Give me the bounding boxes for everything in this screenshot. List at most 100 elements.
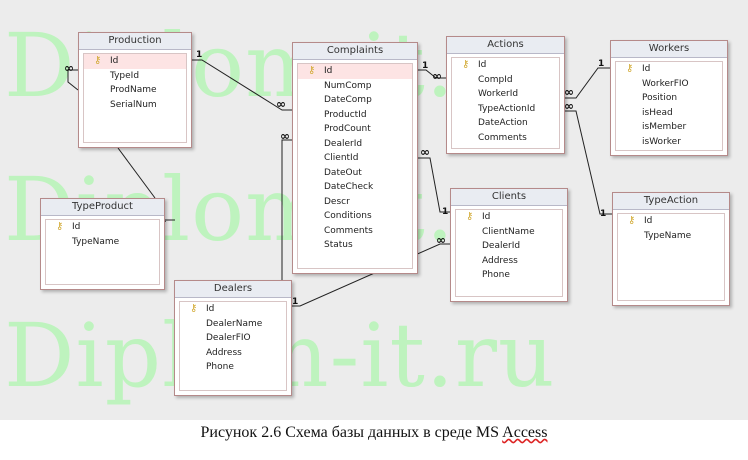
diagram-canvas: Diplom-it.ru Diplom-it.ru Diplom-it.ru 1	[0, 0, 748, 420]
rel-many-label: ∞	[432, 69, 442, 83]
rel-many-label: ∞	[276, 97, 286, 111]
field-row[interactable]: CompId	[478, 74, 513, 85]
key-icon: ⚷	[56, 221, 64, 232]
field-row[interactable]: TypeName	[72, 236, 120, 247]
field-row[interactable]: ⚷Id	[190, 303, 215, 314]
field-row[interactable]: DealerFIO	[206, 333, 251, 343]
rel-one-label: 1	[598, 59, 604, 69]
field-row[interactable]: WorkerFIO	[642, 78, 689, 89]
field-list: ⚷Id CompId WorkerId TypeActionId DateAct…	[451, 57, 560, 149]
field-row[interactable]: TypeName	[644, 230, 692, 241]
field-row[interactable]: Phone	[206, 362, 234, 372]
field-row[interactable]: ⚷Id	[466, 211, 491, 222]
field-row[interactable]: ⚷Id	[626, 63, 651, 74]
field-list: ⚷Id TypeId ProdName SerialNum	[83, 53, 187, 143]
field-row[interactable]: WorkerId	[478, 89, 519, 99]
field-list: ⚷Id DealerName DealerFIO Address Phone	[179, 301, 287, 391]
rel-one-label: 1	[196, 50, 202, 60]
field-row[interactable]: ⚷Id	[84, 54, 186, 69]
field-row[interactable]: DateComp	[324, 95, 372, 105]
field-row[interactable]: DateAction	[478, 118, 528, 128]
rel-one-label: 1	[422, 61, 428, 71]
field-row[interactable]: Address	[482, 255, 518, 266]
field-row[interactable]: isWorker	[642, 136, 681, 147]
rel-many-label: ∞	[420, 145, 430, 159]
field-row[interactable]: TypeId	[110, 70, 140, 81]
caption-text: Рисунок 2.6 Схема базы данных в среде MS	[200, 424, 503, 441]
table-actions[interactable]: Actions ⚷Id CompId WorkerId TypeActionId…	[446, 36, 565, 154]
rel-many-label: ∞	[280, 129, 290, 143]
table-title: Clients	[451, 189, 567, 206]
table-title: Production	[79, 33, 191, 50]
rel-many-label: ∞	[564, 85, 574, 99]
field-row[interactable]: DealerId	[324, 138, 363, 149]
table-dealers[interactable]: Dealers ⚷Id DealerName DealerFIO Address…	[174, 280, 292, 396]
table-typeaction[interactable]: TypeAction ⚷Id TypeName	[612, 192, 730, 306]
field-row[interactable]: DealerName	[206, 318, 263, 329]
table-typeproduct[interactable]: TypeProduct ⚷Id TypeName	[40, 198, 165, 290]
field-row[interactable]: ⚷Id	[298, 64, 412, 79]
key-icon: ⚷	[94, 55, 102, 66]
rel-one-label: 1	[600, 209, 606, 219]
key-icon: ⚷	[190, 303, 198, 314]
field-row[interactable]: ⚷Id	[56, 221, 81, 232]
table-title: Complaints	[293, 43, 417, 60]
field-row[interactable]: TypeActionId	[478, 103, 536, 114]
field-row[interactable]: Position	[642, 93, 678, 103]
table-title: Workers	[611, 41, 727, 58]
field-list: ⚷Id TypeName	[617, 213, 725, 301]
field-row[interactable]: ClientId	[324, 153, 359, 163]
field-list: ⚷Id ClientName DealerId Address Phone	[455, 209, 563, 297]
field-row[interactable]: ProdCount	[324, 124, 371, 134]
table-title: TypeProduct	[41, 199, 164, 216]
field-row[interactable]: NumComp	[324, 80, 372, 91]
field-row[interactable]: DateOut	[324, 167, 362, 178]
field-row[interactable]: ProductId	[324, 109, 367, 120]
field-row[interactable]: isHead	[642, 107, 673, 118]
field-row[interactable]: DateCheck	[324, 182, 374, 192]
table-title: Actions	[447, 37, 564, 54]
relationship-line	[565, 67, 610, 99]
field-row[interactable]: ClientName	[482, 226, 535, 237]
key-icon: ⚷	[466, 211, 474, 222]
relationship-line	[67, 69, 79, 91]
table-complaints[interactable]: Complaints ⚷Id NumComp DateComp ProductI…	[292, 42, 418, 274]
relationship-line	[292, 243, 450, 307]
field-row[interactable]: Address	[206, 347, 242, 358]
field-row[interactable]: ⚷Id	[462, 59, 487, 70]
field-row[interactable]: Status	[324, 240, 353, 250]
key-icon: ⚷	[626, 63, 634, 74]
field-row[interactable]: Phone	[482, 270, 510, 280]
table-title: TypeAction	[613, 193, 729, 210]
field-row[interactable]: isMember	[642, 122, 687, 132]
field-row[interactable]: DealerId	[482, 241, 521, 251]
rel-many-label: ∞	[64, 61, 74, 75]
key-icon: ⚷	[628, 215, 636, 226]
table-workers[interactable]: Workers ⚷Id WorkerFIO Position isHead is…	[610, 40, 728, 156]
rel-many-label: ∞	[564, 99, 574, 113]
relationship-line	[192, 59, 292, 111]
field-row[interactable]: Comments	[324, 225, 373, 236]
table-clients[interactable]: Clients ⚷Id ClientName DealerId Address …	[450, 188, 568, 302]
rel-many-label: ∞	[436, 233, 446, 247]
field-row[interactable]: ProdName	[110, 85, 157, 95]
field-row[interactable]: Conditions	[324, 211, 372, 221]
key-icon: ⚷	[308, 65, 316, 76]
relationship-line	[565, 110, 612, 215]
field-list: ⚷Id WorkerFIO Position isHead isMember i…	[615, 61, 723, 151]
field-list: ⚷Id NumComp DateComp ProductId ProdCount…	[297, 63, 413, 269]
figure-caption: Рисунок 2.6 Схема базы данных в среде MS…	[0, 424, 748, 442]
caption-access: Access	[502, 424, 548, 441]
rel-one-label: 1	[292, 297, 298, 307]
rel-one-label: 1	[442, 207, 448, 217]
key-icon: ⚷	[462, 59, 470, 70]
relationship-line	[418, 69, 446, 79]
field-row[interactable]: SerialNum	[110, 99, 157, 110]
field-row[interactable]: Comments	[478, 132, 527, 143]
relationship-line	[117, 147, 156, 199]
table-production[interactable]: Production ⚷Id TypeId ProdName SerialNum	[78, 32, 192, 148]
field-row[interactable]: Descr	[324, 196, 350, 207]
relationship-line	[418, 157, 450, 213]
field-row[interactable]: ⚷Id	[628, 215, 653, 226]
table-title: Dealers	[175, 281, 291, 298]
